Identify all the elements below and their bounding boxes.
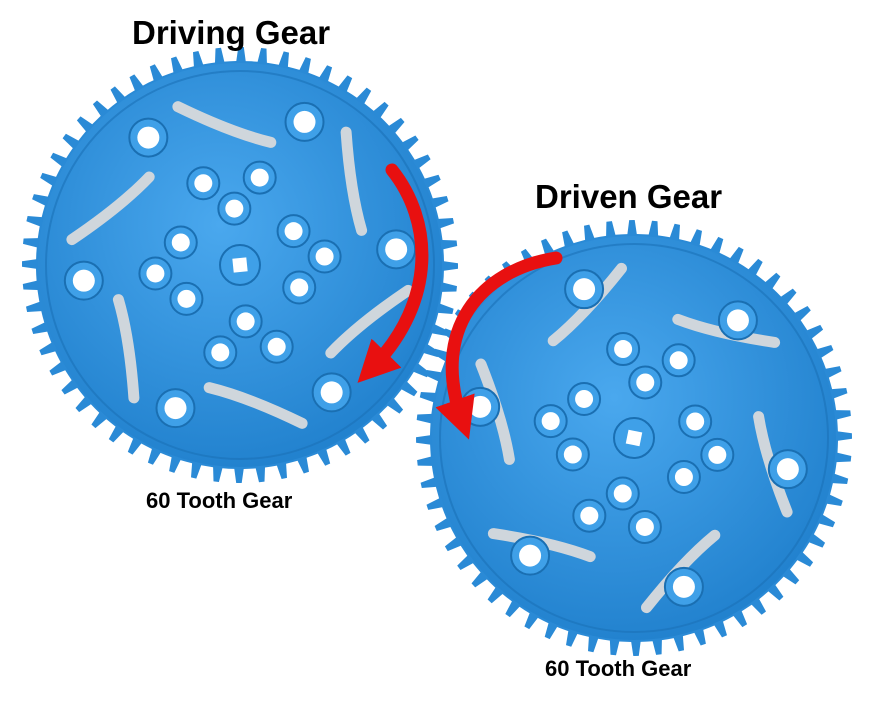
gear-hole <box>315 247 334 266</box>
gear-hole <box>635 517 654 536</box>
gear-rim <box>45 70 435 460</box>
driving-gear <box>22 47 458 483</box>
gear-hole <box>293 110 316 133</box>
gear-hole <box>72 269 95 292</box>
gear-hole <box>146 264 165 283</box>
gear-hole <box>776 458 799 481</box>
gear-hole <box>290 278 309 297</box>
gear-hole <box>171 233 190 252</box>
gear-hole <box>236 312 255 331</box>
gear-hole <box>385 238 408 261</box>
gear-hole <box>320 381 343 404</box>
gear-hole <box>636 373 655 392</box>
gear-hole <box>573 278 596 301</box>
gear-hole <box>580 506 599 525</box>
gear-hole <box>563 445 582 464</box>
gear-slot <box>641 529 721 614</box>
gear-slot <box>753 411 793 518</box>
gear-slot <box>203 382 308 429</box>
driven-gear-subtitle: 60 Tooth Gear <box>545 656 692 681</box>
gear-hub-hole <box>625 429 643 447</box>
gear-hole <box>284 222 303 241</box>
gear-hole <box>250 168 269 187</box>
gear-slot <box>340 126 368 236</box>
gear-slot <box>112 294 140 404</box>
driving-rotation-arrow <box>357 163 429 383</box>
gear-hole <box>674 468 693 487</box>
gear-slot <box>172 101 277 148</box>
gear-hole <box>541 412 560 431</box>
driven-rotation-arrow <box>435 251 563 440</box>
gear-hole <box>672 575 695 598</box>
gear-slot <box>672 313 781 348</box>
gear-hole <box>669 351 688 370</box>
driving-gear-title: Driving Gear <box>132 14 331 51</box>
gear-hole <box>614 340 633 359</box>
gear-hole <box>211 343 230 362</box>
driving-gear-subtitle: 60 Tooth Gear <box>146 488 293 513</box>
gear-slot <box>66 171 155 246</box>
gear-hole <box>519 544 542 567</box>
gear-hole <box>164 397 187 420</box>
gear-slot <box>325 284 414 359</box>
gear-hole <box>177 289 196 308</box>
gear-hole <box>469 395 492 418</box>
gear-hole <box>267 337 286 356</box>
gear-hole <box>575 389 594 408</box>
gear-slot <box>547 262 627 347</box>
gear-hole <box>225 199 244 218</box>
gear-hole <box>613 484 632 503</box>
gear-hole <box>708 445 727 464</box>
gear-hole <box>726 309 749 332</box>
gear-hole <box>686 412 705 431</box>
gear-hole <box>137 126 160 149</box>
driven-gear-title: Driven Gear <box>535 178 723 215</box>
gear-hub-hole <box>232 257 248 273</box>
gear-slot <box>487 528 596 563</box>
gear-slot <box>475 358 515 465</box>
driven-gear <box>416 220 852 656</box>
gear-hole <box>194 174 213 193</box>
